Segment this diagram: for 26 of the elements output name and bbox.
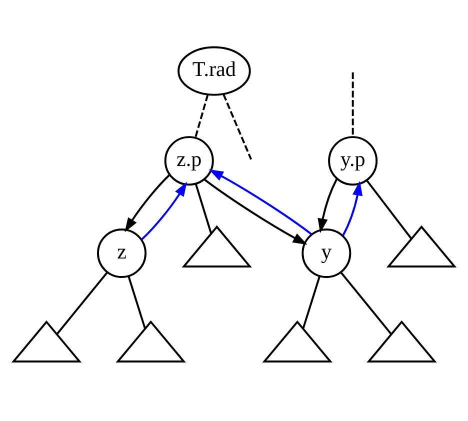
- connector: [194, 183, 212, 234]
- node-circle: z.p: [164, 136, 214, 186]
- connector: [128, 276, 146, 328]
- node-circle: y.p: [328, 136, 378, 186]
- arrow: [208, 168, 312, 235]
- arrow: [318, 178, 338, 233]
- arrow: [124, 174, 170, 232]
- connector: [366, 179, 412, 239]
- node-circle: y: [302, 228, 352, 278]
- node-triangle: [386, 224, 457, 267]
- connector: [194, 94, 209, 138]
- connector: [352, 72, 354, 136]
- arrow: [140, 181, 188, 240]
- arrow: [342, 180, 363, 236]
- node-triangle: [11, 320, 82, 362]
- node-triangle: [182, 224, 252, 267]
- connector: [222, 93, 252, 160]
- node-triangle: [116, 320, 186, 362]
- node-triangle: [366, 320, 437, 362]
- connector: [56, 271, 108, 334]
- connector: [302, 276, 320, 328]
- node-circle: z: [97, 228, 147, 278]
- node-triangle: [262, 320, 332, 362]
- arrow: [204, 178, 308, 244]
- node-ellipse: T.rad: [178, 46, 251, 96]
- connector: [340, 271, 392, 334]
